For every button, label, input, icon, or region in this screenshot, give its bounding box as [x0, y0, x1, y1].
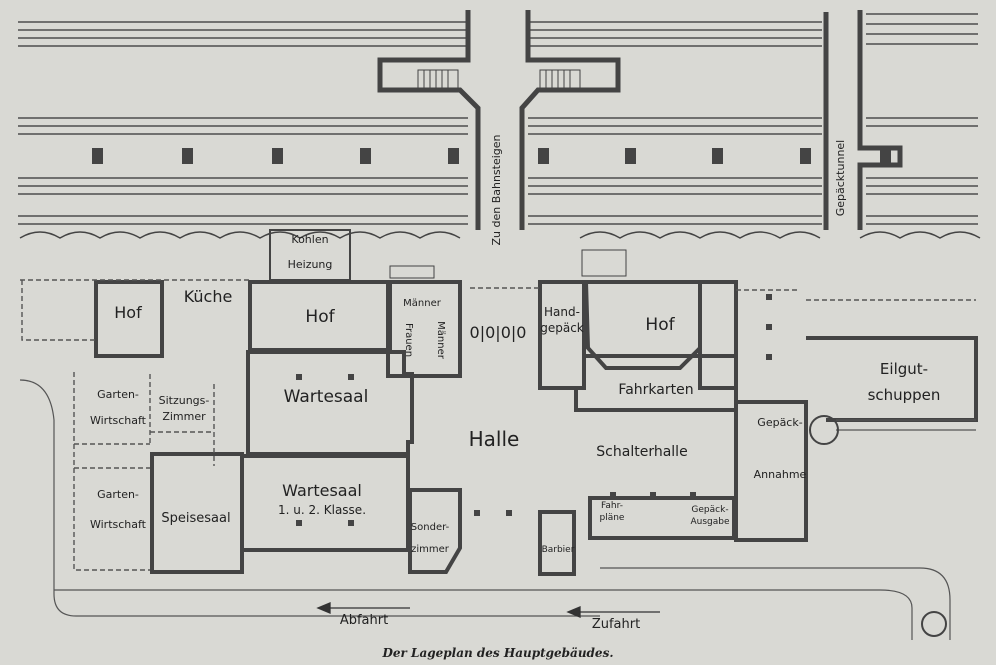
labels: Kohlen Heizung Küche Hof Hof Hof Männer …	[90, 134, 940, 632]
label-wartesaal-2-1: Wartesaal	[282, 481, 362, 500]
label-speisesaal: Speisesaal	[161, 511, 230, 526]
label-fahrplaene-2: pläne	[600, 513, 625, 523]
label-gartenwirtschaft-2b: Wirtschaft	[90, 518, 147, 531]
label-maenner-1: Männer	[403, 298, 442, 309]
label-gepaecktunnel: Gepäcktunnel	[834, 140, 847, 216]
platform-walls	[377, 10, 903, 230]
label-gepaeck: Gepäck-	[757, 416, 802, 429]
label-sonderzimmer-2: zimmer	[411, 544, 450, 555]
label-zufahrt: Zufahrt	[592, 617, 640, 632]
label-hof-left: Hof	[114, 303, 142, 322]
label-sonderzimmer-1: Sonder-	[411, 522, 450, 533]
label-hof-right: Hof	[645, 315, 675, 335]
platform-tracks	[18, 13, 978, 225]
label-gartenwirtschaft-2a: Garten-	[97, 488, 139, 501]
room-dividers	[20, 279, 976, 571]
label-annahme: Annahme	[754, 468, 807, 481]
label-handgepaeck-1: Hand-	[544, 305, 580, 319]
label-abfahrt: Abfahrt	[340, 613, 388, 628]
label-gepaeckausgabe-2: Ausgabe	[690, 517, 729, 527]
label-gartenwirtschaft-1a: Garten-	[97, 388, 139, 401]
canopy-arches	[19, 231, 981, 239]
stair-tower	[809, 415, 947, 637]
plan-caption: Der Lageplan des Hauptgebäudes.	[382, 646, 614, 660]
label-schalterhalle: Schalterhalle	[596, 444, 687, 460]
label-eilgut-1: Eilgut-	[880, 360, 928, 378]
direction-arrows	[316, 602, 660, 618]
roads	[19, 379, 976, 640]
label-hof-mid: Hof	[305, 307, 335, 327]
label-wc: 0|0|0|0	[470, 323, 527, 342]
label-wartesaal: Wartesaal	[284, 387, 369, 407]
label-heizung: Heizung	[288, 258, 333, 271]
label-fahrplaene-1: Fahr-	[601, 501, 623, 511]
label-maenner-2: Männer	[435, 321, 446, 360]
platform-pillars	[92, 148, 891, 164]
label-handgepaeck-2: gepäck	[540, 321, 584, 335]
label-sitzungszimmer-1: Sitzungs-	[159, 394, 210, 407]
label-wartesaal-2-2: 1. u. 2. Klasse.	[278, 503, 366, 517]
columns	[296, 294, 772, 526]
label-eilgut-2: schuppen	[868, 386, 941, 404]
label-frauen: Frauen	[403, 323, 414, 357]
label-fahrkarten: Fahrkarten	[618, 382, 693, 398]
label-kohlen: Kohlen	[291, 233, 328, 246]
stairs	[389, 69, 627, 279]
label-sitzungszimmer-2: Zimmer	[162, 410, 206, 423]
label-gepaeckausgabe-1: Gepäck-	[691, 505, 728, 515]
label-kueche: Küche	[184, 287, 233, 306]
label-halle: Halle	[469, 427, 520, 451]
label-zu-bahnsteigen: Zu den Bahnsteigen	[490, 134, 503, 245]
label-barbier: Barbier	[542, 545, 575, 555]
label-gartenwirtschaft-1b: Wirtschaft	[90, 414, 147, 427]
